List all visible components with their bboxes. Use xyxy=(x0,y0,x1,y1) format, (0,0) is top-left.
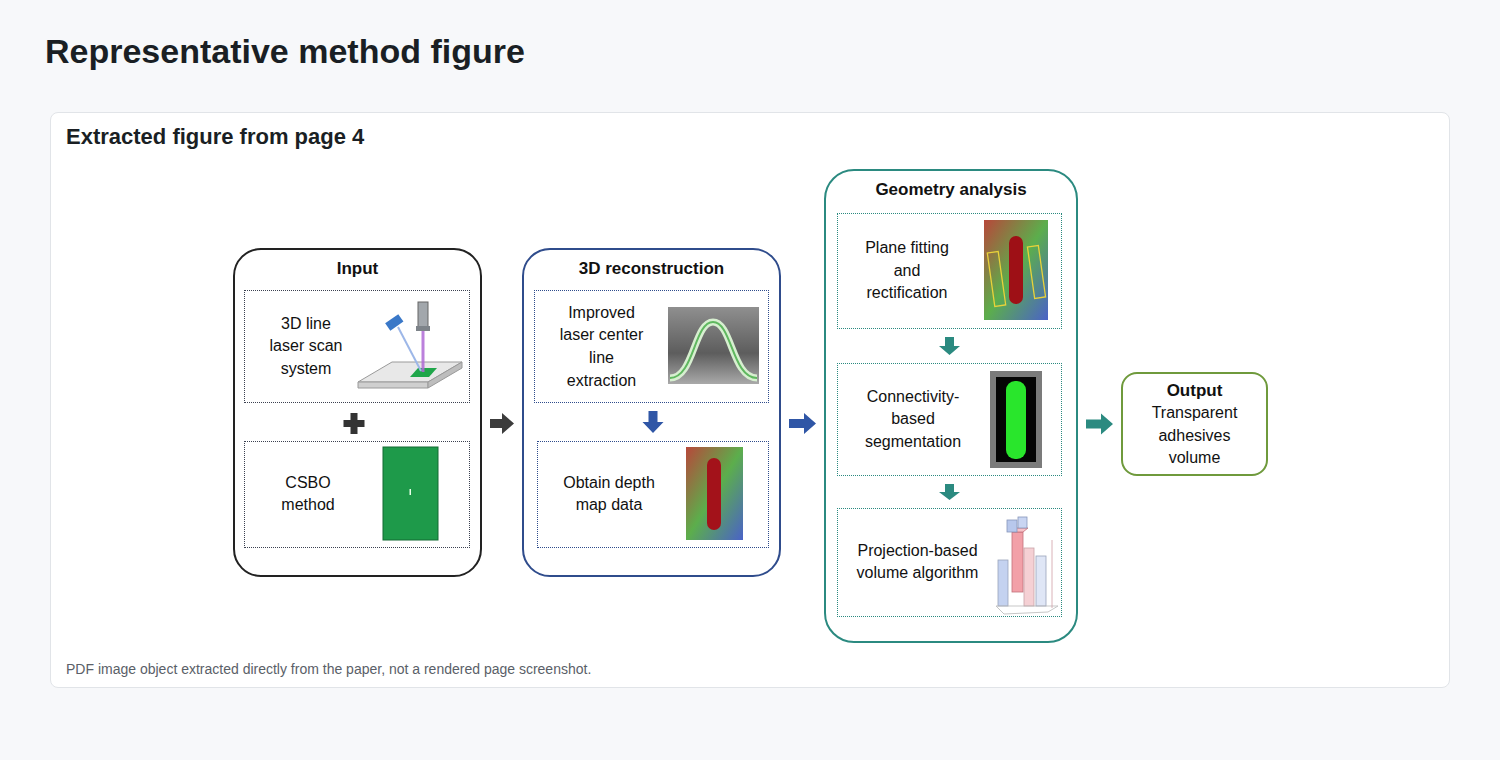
process-box: Improved laser center line extraction xyxy=(534,290,769,403)
volume-frame xyxy=(1048,606,1058,612)
adhesive-bar xyxy=(1009,236,1023,304)
figure-caption: PDF image object extracted directly from… xyxy=(66,661,591,677)
scan-table-top xyxy=(358,362,462,382)
laser-stripe xyxy=(670,322,757,378)
segmentation-image xyxy=(990,371,1042,468)
volume-frame xyxy=(1004,612,1048,614)
process-box: CSBO method xyxy=(244,441,470,548)
group-title: Geometry analysis xyxy=(826,178,1076,202)
process-box: 3D line laser scan system xyxy=(244,290,470,403)
csbo-mark xyxy=(410,489,412,495)
scan-table-side xyxy=(428,362,462,388)
step-text-area: CSBO method xyxy=(273,472,343,517)
adhesive-bar xyxy=(707,458,721,530)
step-text-area: 3D line laser scan system xyxy=(262,312,350,380)
plane-fit-image xyxy=(984,220,1048,320)
volume-column xyxy=(1036,556,1046,606)
laser-head xyxy=(418,302,428,327)
fit-region xyxy=(1027,245,1045,298)
csbo-image xyxy=(383,447,438,540)
depth-map-image xyxy=(686,447,743,540)
segmented-region xyxy=(1006,381,1026,459)
step-label: Improved laser center line extraction xyxy=(554,301,649,392)
center-line xyxy=(670,322,757,378)
panel-heading: Extracted figure from page 4 xyxy=(66,124,364,150)
step-label: CSBO method xyxy=(273,472,343,517)
volume-cube xyxy=(1007,520,1017,532)
process-box: Connectivity-based segmentation xyxy=(837,363,1062,476)
step-label: 3D line laser scan system xyxy=(262,312,350,380)
process-box: Projection-based volume algorithm xyxy=(837,508,1062,617)
stage-group: 3D reconstructionImproved laser center l… xyxy=(522,248,781,577)
stage-group: Input 3D line laser scan systemCSBO metho… xyxy=(233,248,482,577)
laser-line-image xyxy=(668,307,759,384)
group-title: Input xyxy=(235,257,480,281)
flow-arrow xyxy=(939,337,960,355)
fit-region xyxy=(987,251,1005,306)
camera-body xyxy=(385,314,403,331)
laser-nozzle xyxy=(416,326,430,331)
group-title: 3D reconstruction xyxy=(524,257,779,281)
volume-column xyxy=(998,560,1008,606)
flow-arrow xyxy=(1086,414,1113,435)
figure-card xyxy=(50,112,1450,688)
plus-symbol xyxy=(344,413,365,434)
step-label: Obtain depth map data xyxy=(549,472,669,517)
flow-arrow xyxy=(643,411,664,433)
scan-table-front xyxy=(358,382,428,388)
camera-ray xyxy=(398,327,421,371)
step-label: Projection-based volume algorithm xyxy=(845,540,990,585)
step-text-area: Projection-based volume algorithm xyxy=(845,540,990,585)
flow-arrow xyxy=(939,484,960,500)
output-title: Output xyxy=(1139,379,1251,403)
output-text-area: OutputTransparent adhesives volume xyxy=(1123,374,1266,474)
volume-frame xyxy=(1052,540,1053,608)
volume-column xyxy=(1024,548,1034,606)
process-box: Plane fitting and rectification xyxy=(837,213,1062,329)
step-text-area: Improved laser center line extraction xyxy=(554,301,649,392)
volume-column xyxy=(1012,532,1023,592)
step-label: Connectivity-based segmentation xyxy=(858,385,968,453)
flow-arrow xyxy=(490,413,514,434)
step-text-area: Connectivity-based segmentation xyxy=(858,385,968,453)
volume-frame xyxy=(996,606,1058,607)
step-text-area: Plane fitting and rectification xyxy=(857,237,957,305)
output-text: Transparent adhesives volume xyxy=(1139,402,1251,469)
step-label: Plane fitting and rectification xyxy=(857,237,957,305)
page-title: Representative method figure xyxy=(45,32,525,71)
sample-patch xyxy=(410,368,437,377)
volume-cube xyxy=(1018,517,1027,528)
stage-group: Geometry analysisPlane fitting and recti… xyxy=(824,169,1078,643)
flow-arrow xyxy=(789,413,816,434)
process-box: Obtain depth map data xyxy=(537,441,769,548)
step-text-area: Obtain depth map data xyxy=(549,472,669,517)
output-box: OutputTransparent adhesives volume xyxy=(1121,372,1268,476)
volume-column-top xyxy=(1012,528,1028,532)
volume-frame xyxy=(996,606,1004,614)
laser-beam xyxy=(422,331,425,372)
segmentation-background xyxy=(996,377,1036,462)
